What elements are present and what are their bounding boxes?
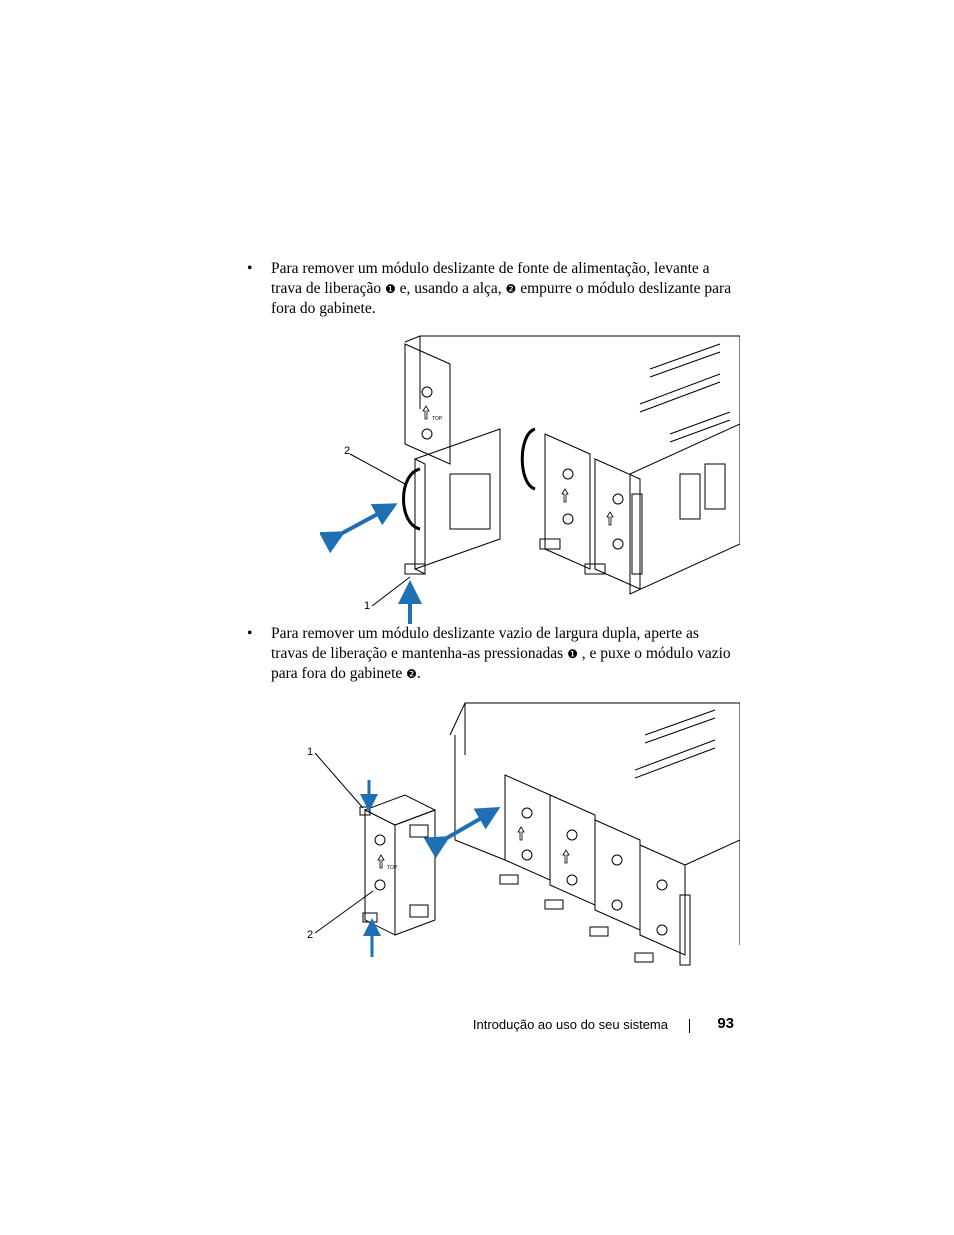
instruction-text: Para remover um módulo deslizante vazio … <box>271 624 737 685</box>
page-footer: Introdução ao uso do seu sistema 93 <box>400 1015 734 1037</box>
callout-label-2: 2 <box>344 445 350 457</box>
callout-marker-1: ❶ <box>567 646 578 661</box>
text-segment: . <box>416 665 421 682</box>
top-label: TOP <box>387 865 398 871</box>
text-segment: , e puxe o módulo vazio para fora do gab… <box>271 644 731 683</box>
text-segment: Para remover um módulo deslizante de fon… <box>271 260 710 297</box>
callout-marker-2: ❷ <box>406 667 417 681</box>
push-arrow <box>320 503 398 554</box>
bullet-point: • <box>247 625 253 642</box>
top-arrows <box>422 405 614 526</box>
enclosure-drawing <box>349 335 740 607</box>
callout-label-1: 1 <box>364 600 370 612</box>
instruction-1: • Para remover um módulo deslizante de f… <box>247 259 737 319</box>
text-segment: e, usando a alça, <box>395 279 506 297</box>
text-segment: empurre o módulo deslizante para fora do… <box>271 279 732 318</box>
top-arrows <box>377 826 570 869</box>
enclosure-drawing <box>314 702 740 966</box>
top-label: TOP <box>432 416 443 422</box>
figure-blank-module-removal: TOP 1 2 <box>307 702 740 966</box>
instruction-text: Para remover um módulo deslizante de fon… <box>271 259 737 319</box>
footer-section-title: Introdução ao uso do seu sistema <box>472 1017 668 1032</box>
callout-marker-2: ❷ <box>505 281 517 296</box>
text-segment: Para remover um módulo deslizante vazio … <box>271 625 699 662</box>
callout-marker-1: ❶ <box>385 281 396 296</box>
page-number: 93 <box>717 1015 734 1032</box>
instruction-2: • Para remover um módulo deslizante vazi… <box>247 624 737 685</box>
footer-separator <box>689 1019 690 1033</box>
figure-power-supply-removal: TOP 2 1 <box>320 335 740 624</box>
pull-arrow <box>423 806 501 859</box>
bullet-point: • <box>247 260 253 277</box>
callout-label-2: 2 <box>307 929 313 941</box>
callout-label-1: 1 <box>307 746 313 758</box>
